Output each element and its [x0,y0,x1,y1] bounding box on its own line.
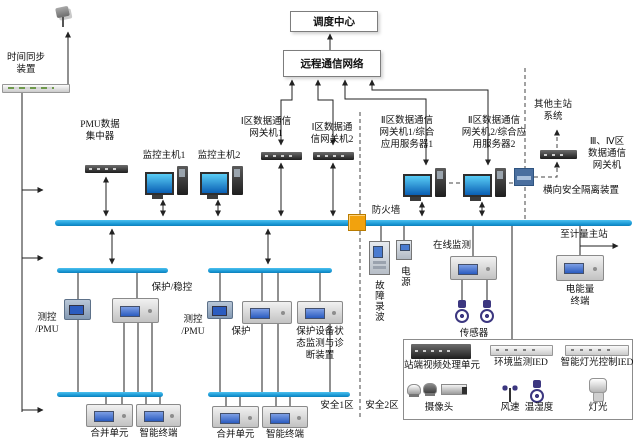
wind-speed-label: 风速 [500,403,520,413]
power-supply-device [396,240,412,260]
smart-terminal1-label: 智能终端 [139,429,178,439]
merge-unit2-label: 合并单元 [216,430,255,440]
gateway-zone1-2-label: Ⅰ区数据通 信网关机2 [310,123,354,145]
monitor-host2-label: 监控主机2 [197,151,241,161]
isolation-device-label: 横向安全隔离装置 [542,186,619,196]
env-ied-device [490,345,553,356]
station-bus [55,220,632,226]
protect-stab-device [112,298,159,323]
dispatch-center-node: 调度中心 [290,11,378,32]
cekong-pmu2-device [207,301,233,319]
gateway-zone1-2-device [313,152,354,160]
fault-recorder-label: 故障录波 [372,280,383,322]
monitor-host1-computer-icon [145,166,188,199]
wind-sensor-icon [502,385,518,403]
online-monitor-label: 在线监测 [432,241,471,251]
cekong-pmu2-label: 测控 /PMU [181,315,205,337]
light-ied-device [565,345,629,356]
pmu-concentrator-device [85,165,128,173]
bay-bus-2 [208,268,332,273]
gateway-zone2-2-label: Ⅱ区数据通信 网关机2/综合应 用服务器2 [461,116,527,150]
light-ied-label: 智能灯光控制IED [560,358,634,368]
online-monitor-device [450,256,497,280]
gateway-zone1-1-label: Ⅰ区数据通信 网关机1 [240,117,292,139]
light-label: 灯光 [588,403,608,413]
cameras-label: 摄像头 [424,403,454,413]
dispatch-center-label: 调度中心 [313,17,355,28]
smart-terminal2-device [262,406,308,428]
smart-terminal1-device [136,404,181,427]
pmu-concentrator-label: PMU数据 集中器 [80,120,120,142]
to-metering-label: 至计量主站 [560,230,608,240]
merge-unit2-device [212,406,259,428]
fault-recorder-device [369,241,390,275]
spotlight-icon [585,378,609,402]
merge-unit1-label: 合并单元 [90,429,129,439]
box-camera-icon [441,384,467,395]
merge-unit1-device [86,404,133,427]
energy-terminal-device [556,255,604,281]
bay-bus-1 [57,268,168,273]
firewall-icon [348,214,366,231]
process-bus-1 [57,392,163,397]
gateway-zone2-1-computer-icon [403,168,446,201]
sensors-label: 传感器 [459,329,489,339]
smart-terminal2-label: 智能终端 [265,430,304,440]
cekong-pmu1-label: 测控 /PMU [35,313,59,335]
gateway-zone2-1-label: Ⅱ区数据通信 网关机1/综合 应用服务器1 [379,116,435,150]
dome-camera-icon [423,383,437,397]
protect-diag-label: 保护设备状 态监测与诊 断装置 [296,327,344,361]
gps-antenna-icon [54,6,74,28]
temp-humidity-sensor-icon [530,380,545,404]
cekong-pmu1-device [64,299,91,320]
dome-camera-icon [407,384,421,398]
process-bus-2 [208,392,350,397]
temp-humidity-label: 温湿度 [524,403,554,413]
monitor-host2-computer-icon [200,166,243,199]
security-zone1-label: 安全1区 [320,401,354,411]
protect-label: 保护 [231,327,251,337]
gateway-zone34-label: Ⅲ、Ⅳ区 数据通信 网关机 [587,137,626,171]
time-sync-label: 时间同步 装置 [6,53,45,75]
video-unit-device [411,344,471,359]
other-master-label: 其他主站 系统 [533,100,572,122]
video-unit-label: 站端视频处理单元 [404,361,481,371]
env-ied-label: 环境监测IED [494,358,548,368]
firewall-label: 防火墙 [371,206,401,216]
isolation-device-icon [514,168,534,186]
protect-stab-label: 保护/稳控 [151,283,193,293]
monitor-host1-label: 监控主机1 [142,151,186,161]
power-supply-label: 电源 [398,266,409,287]
remote-network-node: 远程通信网络 [283,50,381,77]
energy-terminal-label: 电能量 终端 [565,285,595,307]
sensor-icon [455,300,470,324]
solid-connectors [21,31,619,413]
security-zone2-label: 安全2区 [365,401,399,411]
gateway-zone2-2-computer-icon [463,168,506,201]
protect-device [242,301,292,324]
protect-diag-device [297,301,343,324]
gateway-zone1-1-device [261,152,302,160]
gateway-zone34-device [540,150,577,159]
remote-network-label: 远程通信网络 [300,59,364,70]
time-sync-device [2,84,70,93]
sensor-icon [480,300,495,324]
